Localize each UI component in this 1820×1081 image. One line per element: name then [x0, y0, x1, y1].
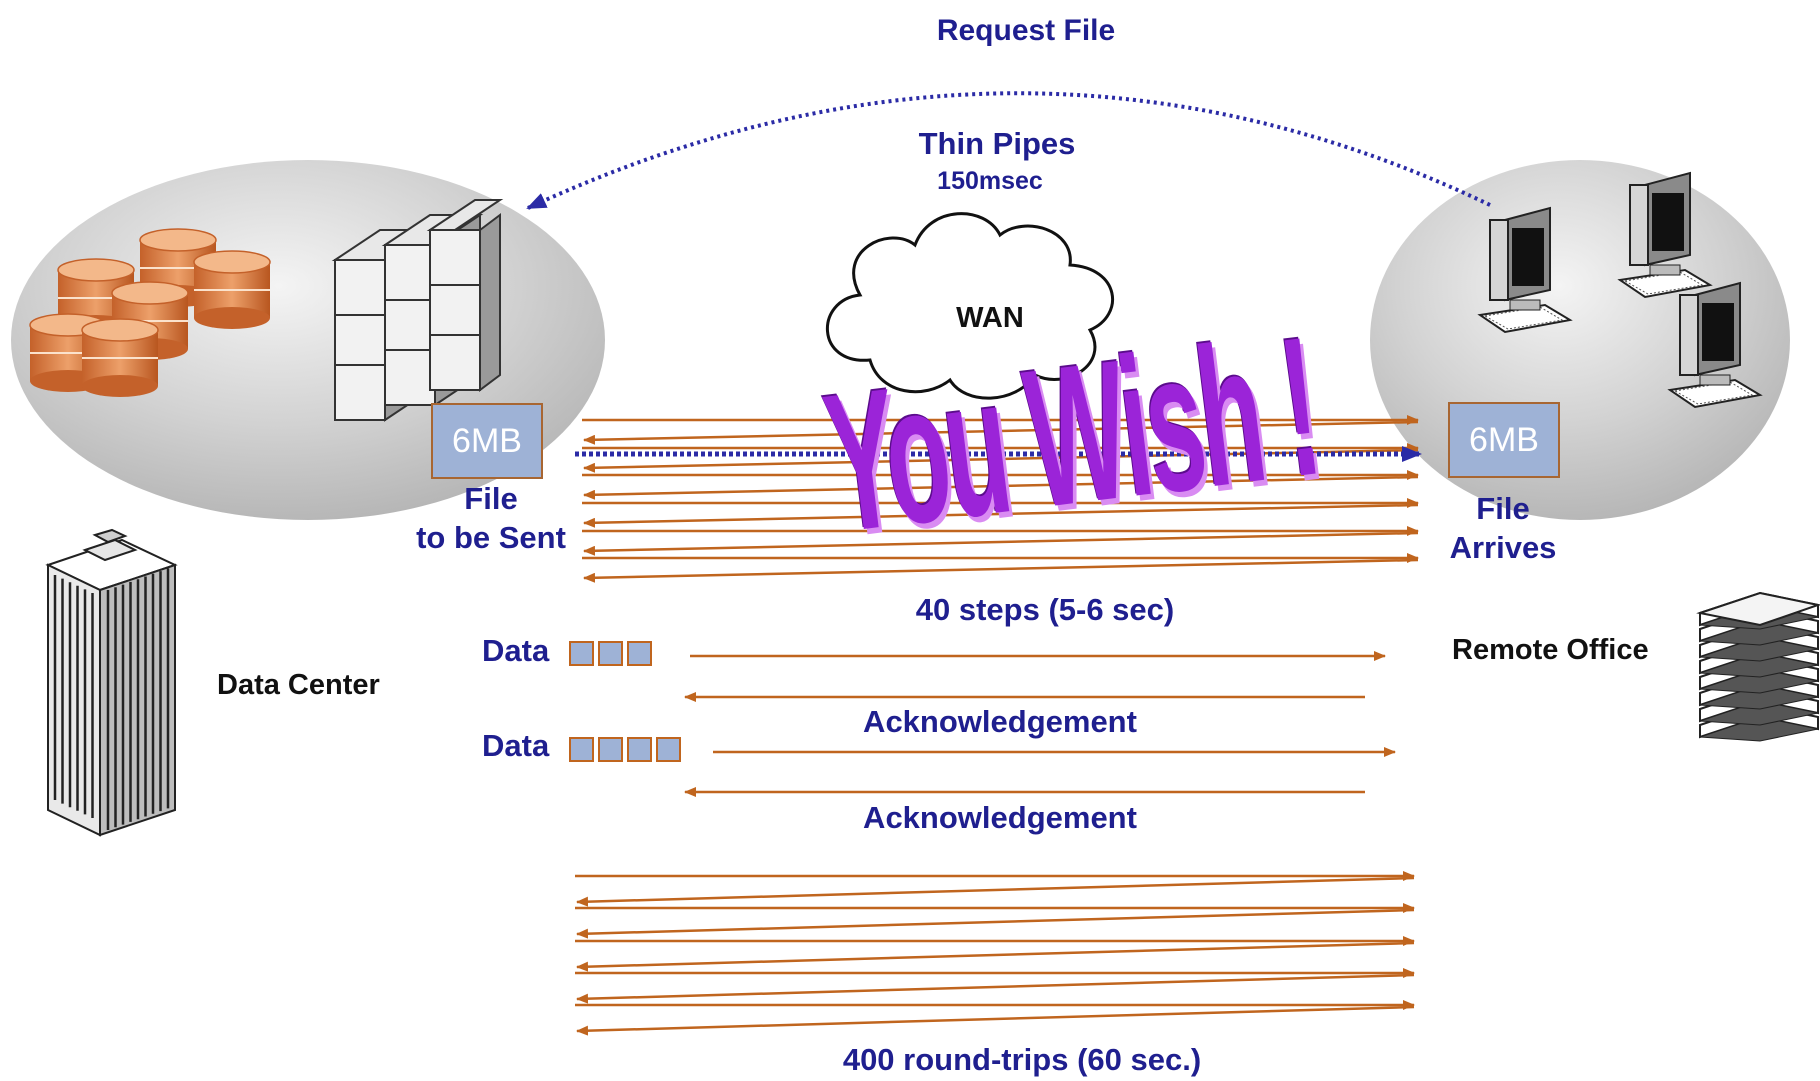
thin-pipes-label: Thin Pipes — [918, 126, 1076, 161]
dest-file-size-box: 6MB — [1448, 402, 1560, 478]
request-file-arrow — [526, 91, 1491, 210]
source-file-label-line-1: File — [464, 481, 518, 516]
wan-label: WAN — [956, 302, 1024, 334]
round-trip-arrow-left — [576, 973, 1415, 1004]
ack-arrow-left — [583, 420, 1419, 445]
data-label-2: Data — [482, 728, 550, 763]
database-cylinder-top — [57, 258, 135, 282]
ack-arrow-left — [583, 475, 1419, 500]
data-blocks-second-burst — [569, 737, 681, 762]
database-cylinder-base — [82, 375, 158, 397]
building-stack-icon — [1696, 591, 1820, 742]
source-file-label-line-2: to be Sent — [416, 520, 566, 555]
acknowledgement-label-2: Acknowledgement — [863, 800, 1137, 835]
round-trip-arrow-left — [576, 1005, 1415, 1036]
data-blocks-first-burst — [569, 641, 652, 666]
ack-arrow-left — [583, 558, 1419, 583]
office-tower-icon — [45, 528, 178, 837]
data-block — [627, 641, 652, 666]
data-block — [598, 737, 623, 762]
workstation-icon — [1477, 171, 1763, 409]
request-file-label: Request File — [936, 14, 1116, 47]
database-cylinder-top — [111, 281, 189, 305]
dest-file-label-line-1: File — [1476, 491, 1530, 526]
remote-office-label: Remote Office — [1452, 634, 1649, 666]
acknowledgement-label-1: Acknowledgement — [863, 704, 1137, 739]
data-block — [569, 641, 594, 666]
data-block — [656, 737, 681, 762]
data-label-1: Data — [482, 633, 550, 668]
round-trip-arrow-left — [576, 908, 1415, 939]
building-roof — [1696, 591, 1820, 627]
source-file-size-box: 6MB — [431, 403, 543, 479]
dest-file-label-line-2: Arrives — [1449, 530, 1557, 565]
database-cylinder-top — [193, 250, 271, 274]
round-trips-label: 400 round-trips (60 sec.) — [842, 1042, 1202, 1077]
data-center-label: Data Center — [217, 669, 380, 701]
server-rack-icon — [331, 199, 504, 422]
ack-arrow-left — [583, 531, 1419, 556]
database-cylinder-base — [194, 307, 270, 329]
latency-label: 150msec — [937, 167, 1043, 195]
database-icon — [29, 228, 271, 397]
database-cylinder-top — [81, 318, 159, 342]
data-block — [598, 641, 623, 666]
round-trip-arrow-left — [576, 941, 1415, 972]
database-cylinder-top — [139, 228, 217, 252]
ack-arrow-left — [583, 503, 1419, 528]
round-trip-arrow-left — [576, 876, 1415, 907]
data-block — [569, 737, 594, 762]
transfer-arrows — [575, 415, 1422, 1036]
wan-cloud-icon — [825, 212, 1115, 400]
data-block — [627, 737, 652, 762]
steps-label: 40 steps (5-6 sec) — [915, 592, 1175, 627]
